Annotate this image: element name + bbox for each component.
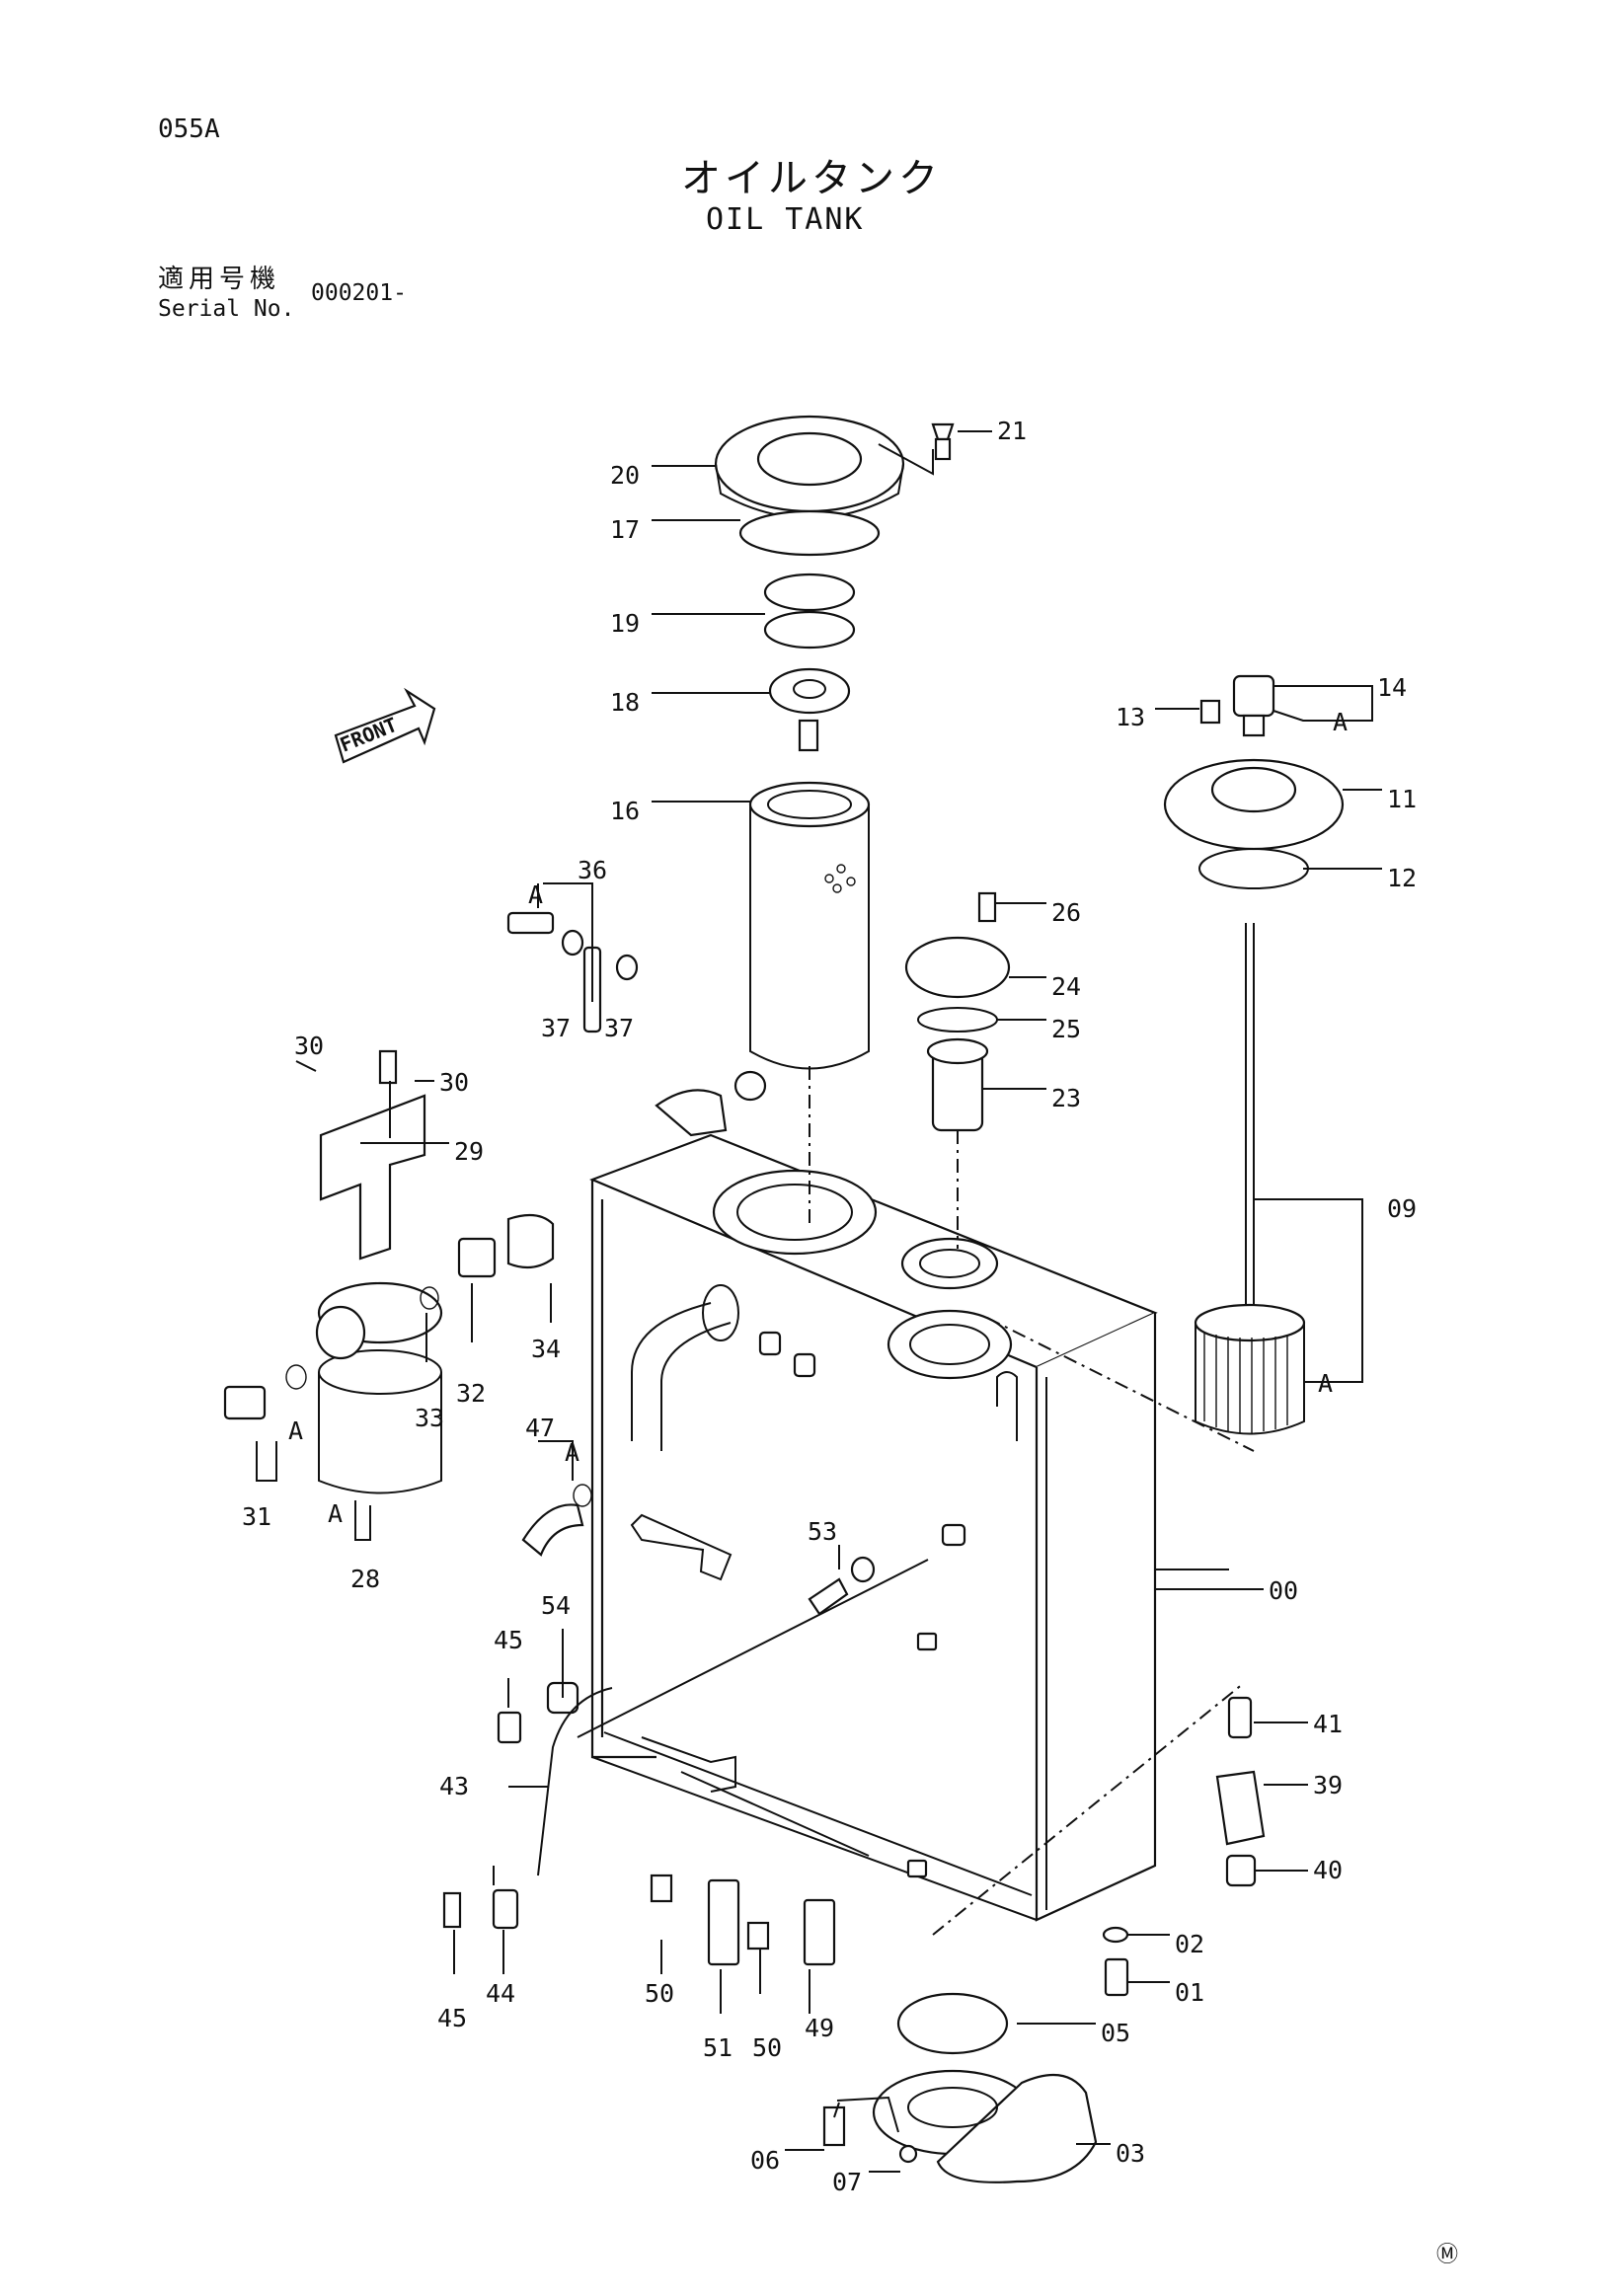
callout-37-right: 37 — [604, 1014, 634, 1042]
callout-24: 24 — [1051, 972, 1081, 1001]
group-marker-a: A — [1318, 1369, 1333, 1398]
callout-29: 29 — [454, 1137, 484, 1166]
group-marker-a: A — [528, 880, 543, 909]
callout-51: 51 — [703, 2033, 733, 2062]
serial-label: Serial No. — [158, 296, 295, 322]
page-code: 055A — [158, 115, 220, 144]
callout-50-right: 50 — [752, 2033, 782, 2062]
corner-mark: Ⓜ — [1436, 2243, 1459, 2267]
oil-tank-body — [589, 1133, 1255, 1936]
callout-34: 34 — [531, 1335, 561, 1363]
callout-44: 44 — [486, 1979, 515, 2008]
callout-labels: 00 01 02 03 05 06 07 09 11 12 13 14 16 1… — [242, 417, 1417, 2196]
callout-41: 41 — [1313, 1710, 1343, 1738]
callout-30-left: 30 — [294, 1032, 324, 1060]
callout-49: 49 — [805, 2014, 834, 2042]
callout-26: 26 — [1051, 898, 1081, 927]
front-arrow: FRONT — [334, 687, 436, 764]
callout-18: 18 — [610, 688, 640, 717]
leader-lines — [256, 430, 1382, 2173]
callout-32: 32 — [456, 1379, 486, 1408]
group-marker-a: A — [328, 1499, 343, 1528]
level-sensor-assembly — [1163, 674, 1345, 1435]
callout-36: 36 — [578, 856, 607, 884]
group-marker-a: A — [288, 1416, 303, 1445]
callout-13: 13 — [1116, 703, 1145, 731]
callout-47: 47 — [525, 1414, 555, 1442]
callout-02: 02 — [1175, 1930, 1204, 1958]
serial-number-value: 000201- — [311, 280, 407, 306]
callout-03: 03 — [1116, 2139, 1145, 2168]
page-title-japanese: オイルタンク — [681, 156, 942, 201]
callout-11: 11 — [1387, 785, 1417, 813]
callout-07: 07 — [832, 2168, 862, 2196]
callout-23: 23 — [1051, 1084, 1081, 1112]
callout-17: 17 — [610, 515, 640, 544]
callout-33: 33 — [415, 1404, 444, 1432]
callout-12: 12 — [1387, 864, 1417, 892]
callout-50-left: 50 — [645, 1979, 674, 2008]
callout-14: 14 — [1377, 673, 1407, 702]
callout-20: 20 — [610, 461, 640, 490]
callout-45-upper: 45 — [494, 1626, 523, 1654]
drain-and-fittings — [442, 1484, 1266, 2183]
suction-filter-stack — [714, 415, 955, 1224]
callout-40: 40 — [1313, 1856, 1343, 1884]
callout-00: 00 — [1269, 1576, 1298, 1605]
serial-label-japanese: 適用号機 — [158, 265, 281, 294]
page-title: OIL TANK — [706, 202, 865, 237]
return-filter-assembly — [223, 1049, 555, 1494]
callout-30-right: 30 — [439, 1068, 469, 1097]
callout-06: 06 — [750, 2146, 780, 2175]
breather-cover-assembly — [904, 891, 1011, 1249]
group-marker-a: A — [1333, 708, 1348, 736]
callout-21: 21 — [997, 417, 1027, 445]
callout-16: 16 — [610, 797, 640, 825]
callout-31: 31 — [242, 1502, 271, 1531]
callout-01: 01 — [1175, 1978, 1204, 2007]
callout-53: 53 — [808, 1517, 837, 1546]
callout-05: 05 — [1101, 2019, 1130, 2047]
callout-39: 39 — [1313, 1771, 1343, 1799]
callout-43: 43 — [439, 1772, 469, 1800]
callout-54: 54 — [541, 1591, 571, 1620]
callout-19: 19 — [610, 609, 640, 638]
callout-09: 09 — [1387, 1194, 1417, 1223]
group-marker-a: A — [565, 1438, 579, 1467]
callout-28: 28 — [350, 1565, 380, 1593]
group-markers: A A A A A A — [288, 708, 1348, 1528]
callout-45-lower: 45 — [437, 2004, 467, 2032]
callout-25: 25 — [1051, 1015, 1081, 1043]
callout-37-left: 37 — [541, 1014, 571, 1042]
